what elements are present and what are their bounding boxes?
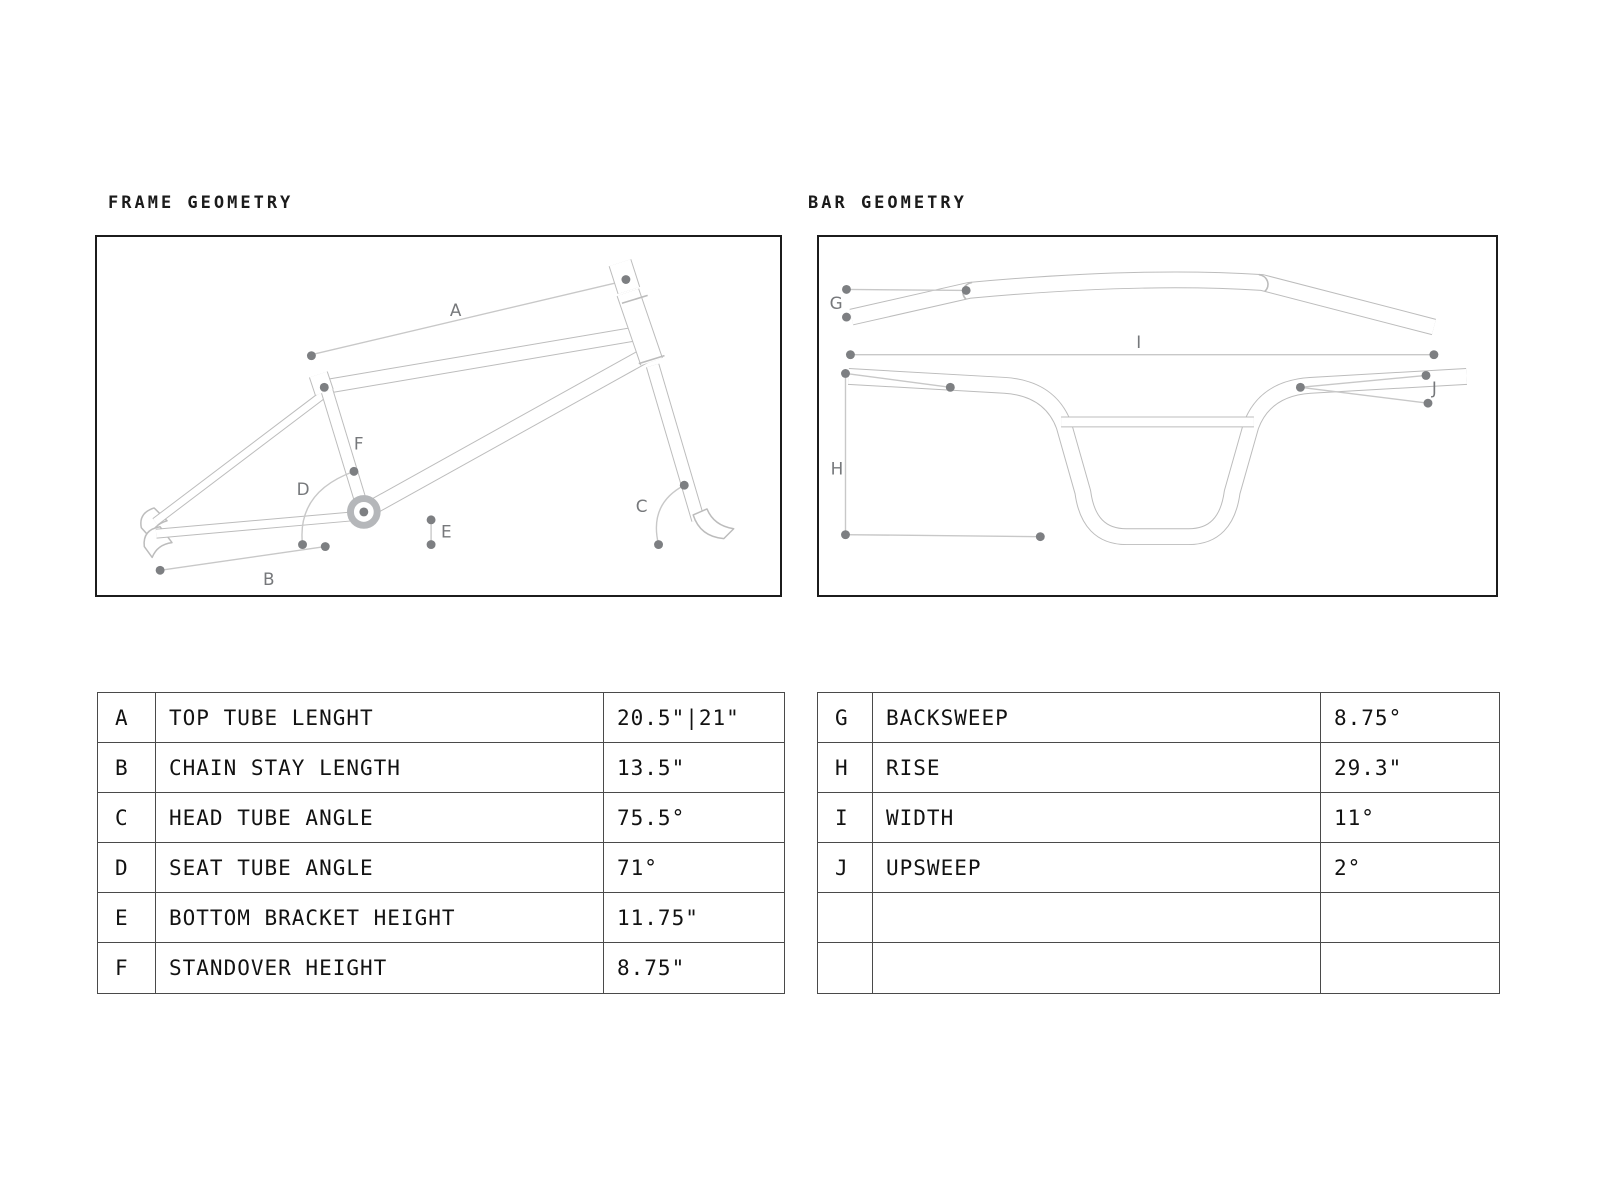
bar-row-empty1-name	[873, 893, 1321, 943]
bar-row-empty2-key	[818, 943, 873, 993]
frame-diagram: A B C D E F	[140, 259, 735, 589]
label-c: C	[636, 496, 648, 516]
fork-dropout	[692, 508, 735, 540]
bar-row-h-name: RISE	[873, 743, 1321, 793]
frame-spec-table: A TOP TUBE LENGHT 20.5"|21" B CHAIN STAY…	[97, 692, 785, 994]
bar-row-i-key: I	[818, 793, 873, 843]
frame-row-a-value: 20.5"|21"	[604, 693, 784, 743]
label-i: I	[1136, 332, 1141, 352]
bar-diagram: G I	[830, 271, 1468, 546]
frame-row-f-name: STANDOVER HEIGHT	[156, 943, 604, 993]
frame-row-e-value: 11.75"	[604, 893, 784, 943]
frame-row-f-key: F	[98, 943, 156, 993]
label-j: J	[1431, 378, 1437, 398]
bar-row-h-value: 29.3"	[1321, 743, 1499, 793]
frame-row-c-key: C	[98, 793, 156, 843]
dimension-b	[160, 545, 326, 571]
bar-row-g-value: 8.75°	[1321, 693, 1499, 743]
bar-top-view	[849, 271, 1437, 336]
bar-row-j-key: J	[818, 843, 873, 893]
bar-diagram-panel: G I	[817, 235, 1498, 597]
label-d: D	[297, 479, 310, 499]
label-a: A	[450, 300, 462, 320]
frame-row-c-value: 75.5°	[604, 793, 784, 843]
bar-spec-table: G BACKSWEEP 8.75° H RISE 29.3" I WIDTH 1…	[817, 692, 1500, 994]
dimension-a	[311, 279, 627, 356]
dimension-j: J	[1295, 371, 1437, 408]
bar-row-j-value: 2°	[1321, 843, 1499, 893]
bar-row-i-name: WIDTH	[873, 793, 1321, 843]
frame-row-a-name: TOP TUBE LENGHT	[156, 693, 604, 743]
bar-row-h-key: H	[818, 743, 873, 793]
dimension-i: I	[845, 332, 1439, 360]
frame-row-b-value: 13.5"	[604, 743, 784, 793]
bar-row-g-name: BACKSWEEP	[873, 693, 1321, 743]
bar-row-i-value: 11°	[1321, 793, 1499, 843]
frame-row-e-name: BOTTOM BRACKET HEIGHT	[156, 893, 604, 943]
dimension-h: H	[831, 369, 1045, 542]
frame-row-d-name: SEAT TUBE ANGLE	[156, 843, 604, 893]
frame-row-b-name: CHAIN STAY LENGTH	[156, 743, 604, 793]
label-f: F	[354, 434, 364, 454]
frame-diagram-panel: A B C D E F	[95, 235, 782, 597]
frame-row-c-name: HEAD TUBE ANGLE	[156, 793, 604, 843]
frame-row-f-value: 8.75"	[617, 956, 686, 980]
bar-row-g-key: G	[818, 693, 873, 743]
label-h: H	[831, 458, 844, 478]
frame-row-e-key: E	[98, 893, 156, 943]
frame-row-a-key: A	[98, 693, 156, 743]
bar-front-view	[847, 368, 1468, 546]
frame-geometry-title: FRAME GEOMETRY	[108, 193, 294, 213]
frame-row-d-value: 71°	[604, 843, 784, 893]
label-b: B	[263, 569, 275, 589]
label-g: G	[830, 293, 843, 313]
frame-row-d-key: D	[98, 843, 156, 893]
label-e: E	[441, 522, 452, 542]
bar-row-empty2-value	[1321, 943, 1499, 993]
bar-row-empty1-value	[1321, 893, 1499, 943]
dimension-c-arc	[655, 484, 685, 545]
dimension-g: G	[830, 284, 971, 322]
bar-row-j-name: UPSWEEP	[873, 843, 1321, 893]
bar-row-empty2-name	[873, 943, 1321, 993]
dimension-d-arc	[301, 470, 355, 545]
bar-geometry-title: BAR GEOMETRY	[808, 193, 967, 213]
frame-tubes	[152, 259, 705, 539]
frame-row-b-key: B	[98, 743, 156, 793]
frame-dimensions: A B C D E F	[155, 275, 689, 589]
bar-row-empty1-key	[818, 893, 873, 943]
